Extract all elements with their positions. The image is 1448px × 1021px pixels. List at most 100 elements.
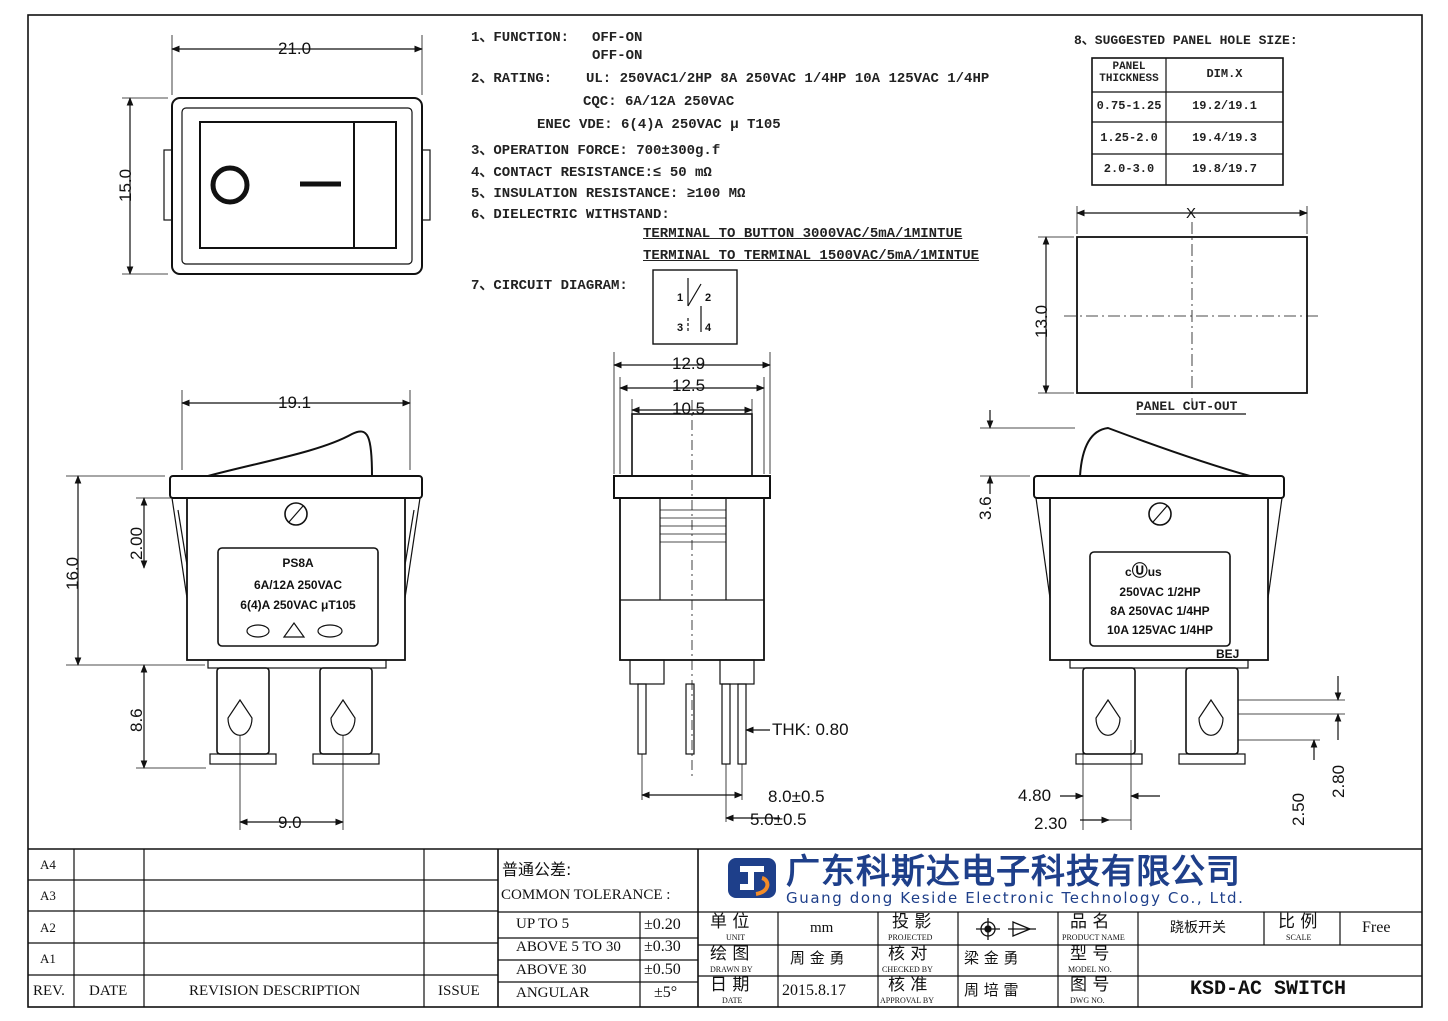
back-bej: BEJ: [1216, 647, 1240, 661]
ul-mark: cⓊus: [1125, 563, 1162, 580]
scale-cn: 比 例: [1278, 912, 1318, 932]
back-dim-4-80: 4.80: [1018, 786, 1052, 805]
panel-hole-row-3-dim: 19.8/19.7: [1192, 162, 1257, 176]
tol-row-1-label: UP TO 5: [516, 916, 570, 932]
cutout-caption: PANEL CUT-OUT: [1136, 399, 1238, 414]
tolerance-en: COMMON TOLERANCE :: [501, 887, 671, 903]
rev-a1: A1: [40, 951, 56, 966]
tol-row-4-value: ±5°: [654, 984, 678, 1001]
date-header: DATE: [89, 983, 128, 999]
company-name-cn: 广东科斯达电子科技有限公司: [786, 852, 1241, 892]
rev-header: REV.: [33, 983, 65, 999]
back-dim-2-30: 2.30: [1034, 814, 1068, 833]
rating-label: 2、RATING:: [471, 71, 553, 87]
product-name-cn: 品 名: [1070, 912, 1110, 932]
model-no-en: MODEL NO.: [1068, 965, 1112, 974]
drawn-by-value: 周 金 勇: [790, 949, 845, 967]
date-en: DATE: [722, 996, 743, 1005]
front-terminal: 8.6: [127, 708, 146, 732]
tol-row-2-label: ABOVE 5 TO 30: [516, 939, 621, 955]
back-label-2: 8A 250VAC 1/4HP: [1110, 604, 1210, 618]
contact-resistance: 4、CONTACT RESISTANCE:≤ 50 mΩ: [471, 165, 712, 181]
front-dim-2: 2.00: [127, 526, 146, 560]
back-dim-2-50: 2.50: [1289, 792, 1308, 826]
rev-a4: A4: [40, 857, 56, 872]
panel-hole-grid: [1091, 57, 1284, 186]
top-view: [122, 35, 431, 275]
panel-hole-header-dim: DIM.X: [1206, 67, 1243, 81]
side-dim-12-5: 12.5: [672, 376, 706, 395]
side-dim-5-0: 5.0±0.5: [750, 810, 807, 829]
drawn-by-en: DRAWN BY: [710, 965, 753, 974]
rating-enec: ENEC VDE: 6(4)A 250VAC μ T105: [537, 117, 781, 133]
company-logo: [728, 858, 776, 898]
dielectric-line-2: TERMINAL TO TERMINAL 1500VAC/5mA/1MINTUE: [643, 248, 980, 264]
front-label-1: PS8A: [282, 556, 314, 570]
rating-cqc: CQC: 6A/12A 250VAC: [583, 94, 735, 110]
approval-by-cn: 核 准: [888, 975, 928, 995]
projection-symbol: [976, 918, 1036, 940]
product-name-value: 跷板开关: [1170, 920, 1226, 936]
front-pitch: 9.0: [278, 813, 302, 832]
back-label-1: 250VAC 1/2HP: [1119, 585, 1201, 599]
title-block-grid: [28, 848, 1422, 1007]
side-dim-8-0: 8.0±0.5: [768, 787, 825, 806]
tol-row-4-label: ANGULAR: [516, 985, 590, 1001]
product-name-en: PRODUCT NAME: [1062, 933, 1125, 942]
function-label: 1、FUNCTION:: [471, 30, 570, 46]
dwg-no-cn: 图 号: [1070, 975, 1110, 995]
rating-ul: UL: 250VAC1/2HP 8A 250VAC 1/4HP 10A 125V…: [586, 71, 990, 87]
scale-en: SCALE: [1286, 933, 1312, 942]
back-dim-2-80: 2.80: [1329, 764, 1348, 798]
pin-3: 3: [677, 322, 684, 334]
approval-by-value: 周 培 雷: [964, 981, 1019, 999]
panel-hole-row-3-thickness: 2.0-3.0: [1103, 162, 1155, 176]
top-width: 21.0: [278, 39, 312, 58]
date-value: 2015.8.17: [782, 982, 846, 999]
pin-4: 4: [705, 322, 712, 334]
side-thk: THK: 0.80: [772, 720, 849, 739]
approval-by-en: APPROVAL BY: [880, 996, 935, 1005]
cutout-height: 13.0: [1032, 304, 1051, 338]
side-view: [613, 352, 780, 822]
date-cn: 日 期: [710, 975, 750, 995]
front-label-3: 6(4)A 250VAC μT105: [240, 598, 356, 612]
company-name-en: Guang dong Keside Electronic Technology …: [786, 889, 1245, 907]
front-label-2: 6A/12A 250VAC: [253, 578, 343, 592]
back-label-3: 10A 125VAC 1/4HP: [1106, 623, 1214, 637]
pin-1: 1: [677, 292, 684, 304]
function-value-2: OFF-ON: [592, 48, 643, 64]
rev-a2: A2: [40, 920, 56, 935]
tol-row-2-value: ±0.30: [644, 938, 681, 955]
sheet-border: [27, 14, 1423, 1008]
panel-hole-row-1-thickness: 0.75-1.25: [1096, 99, 1162, 113]
pin-2: 2: [705, 292, 712, 304]
unit-cn: 单 位: [710, 912, 750, 932]
tolerance-cn: 普通公差:: [502, 860, 572, 879]
panel-cutout: [1038, 206, 1322, 415]
front-width: 19.1: [278, 393, 312, 412]
front-height: 16.0: [63, 556, 82, 590]
dielectric-label: 6、DIELECTRIC WITHSTAND:: [471, 207, 670, 223]
unit-en: UNIT: [726, 933, 746, 942]
revision-description-header: REVISION DESCRIPTION: [189, 983, 361, 999]
drawn-by-cn: 绘 图: [710, 944, 750, 964]
panel-hole-title: 8、SUGGESTED PANEL HOLE SIZE:: [1074, 33, 1298, 48]
dwg-no-en: DWG NO.: [1070, 996, 1105, 1005]
front-view: [66, 390, 423, 830]
projected-cn: 投 影: [892, 912, 932, 932]
checked-by-value: 梁 金 勇: [964, 949, 1019, 967]
scale-value: Free: [1362, 919, 1391, 936]
panel-hole-row-2-thickness: 1.25-2.0: [1100, 131, 1158, 145]
operation-force: 3、OPERATION FORCE: 700±300g.f: [471, 143, 721, 159]
issue-header: ISSUE: [438, 983, 480, 999]
circuit-label: 7、CIRCUIT DIAGRAM:: [471, 278, 628, 294]
checked-by-cn: 核 对: [888, 944, 928, 964]
function-value-1: OFF-ON: [592, 30, 643, 46]
tol-row-3-value: ±0.50: [644, 961, 681, 978]
top-height: 15.0: [116, 168, 135, 202]
side-dim-12-9: 12.9: [672, 354, 706, 373]
tol-row-1-value: ±0.20: [644, 916, 681, 933]
circuit-diagram: [652, 269, 738, 345]
